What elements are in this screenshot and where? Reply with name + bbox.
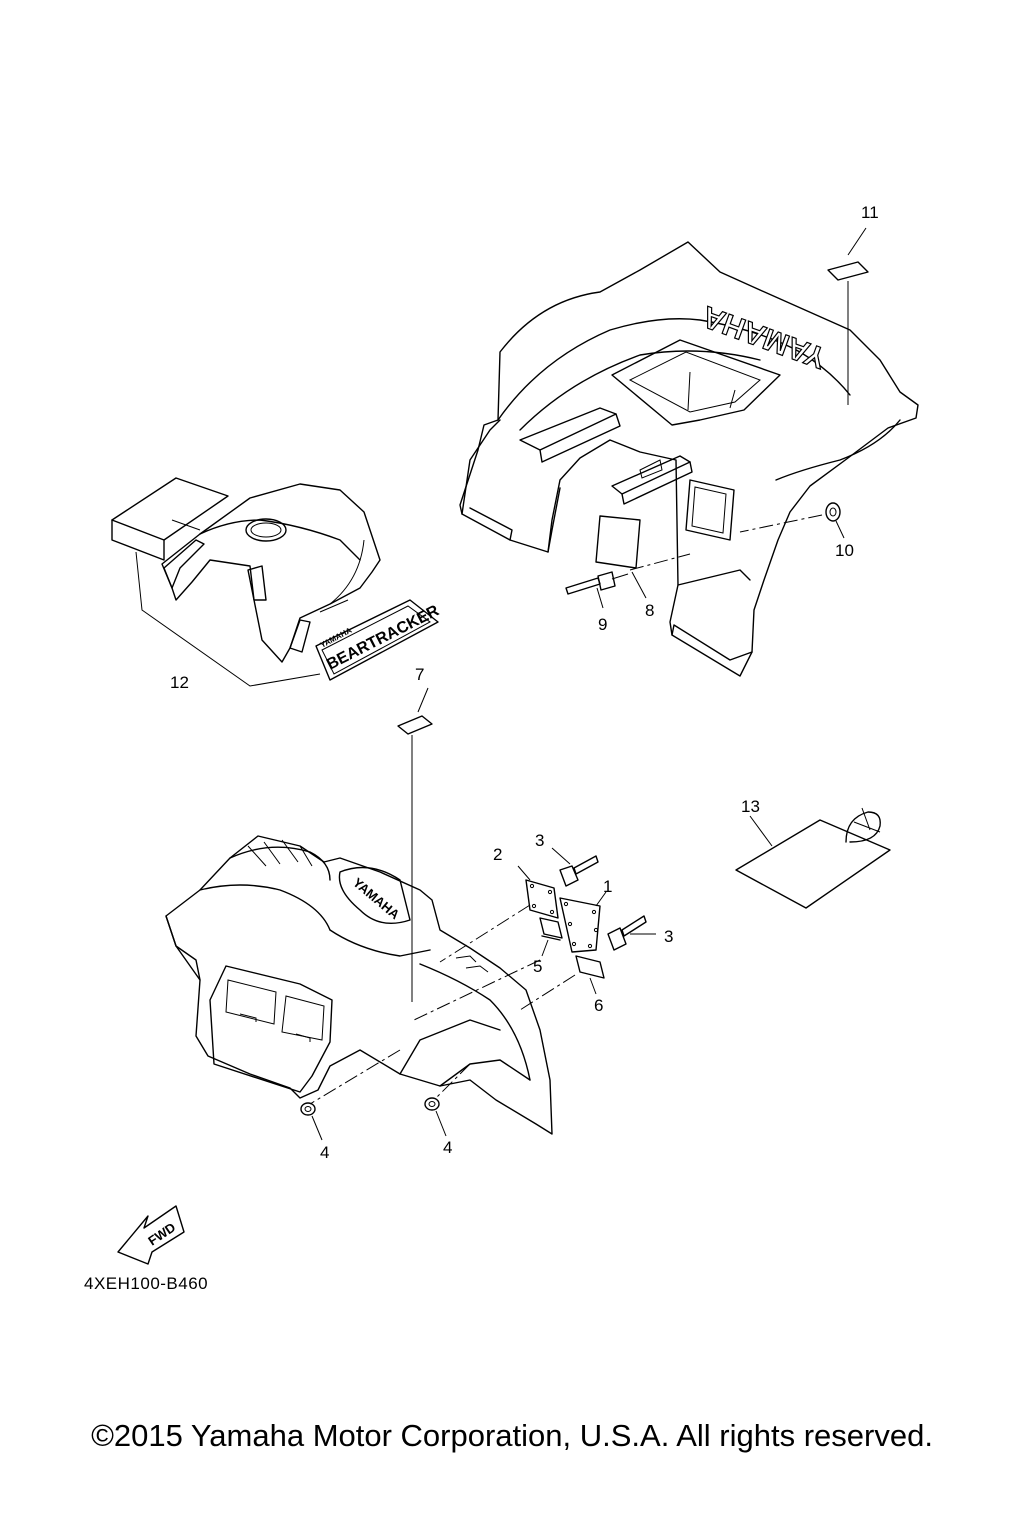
part-13-owners-manual (735, 807, 891, 909)
callout-12: 12 (170, 673, 189, 692)
callout-7: 7 (415, 665, 424, 684)
front-fender-yamaha-decal: YAMAHA (350, 875, 403, 923)
diagram-code: 4XEH100-B460 (84, 1274, 209, 1293)
callout-4-left: 4 (320, 1143, 329, 1162)
rear-fender: YAMAHA (459, 241, 919, 677)
part-6-decal (575, 955, 605, 995)
part-1-plate (559, 891, 607, 953)
part-9-rivet (565, 571, 629, 609)
part-3-rivet-lower (607, 915, 656, 951)
copyright-notice: ©2015 Yamaha Motor Corporation, U.S.A. A… (91, 1418, 933, 1453)
callout-8: 8 (645, 601, 654, 620)
front-assembly-lines (309, 904, 576, 1105)
callout-9: 9 (598, 615, 607, 634)
callout-13: 13 (741, 797, 760, 816)
front-fender: YAMAHA (165, 835, 553, 1135)
callout-3-upper: 3 (535, 831, 544, 850)
callout-11: 11 (861, 203, 879, 222)
rear-fender-yamaha-decal: YAMAHA (698, 299, 830, 374)
callout-2: 2 (493, 845, 502, 864)
part-2-plate (517, 865, 559, 919)
part-10-grommet (739, 502, 845, 539)
part-4-grommet-left (300, 1102, 323, 1141)
fwd-arrow-icon: FWD (117, 1205, 185, 1265)
callout-3-lower: 3 (664, 927, 673, 946)
callout-1: 1 (603, 877, 612, 896)
tank-cover (161, 483, 381, 663)
part-3-rivet-upper (551, 847, 599, 887)
callout-4-right: 4 (443, 1138, 452, 1157)
callout-6: 6 (594, 996, 603, 1015)
tank-pad-decal (111, 477, 229, 561)
callout-5: 5 (533, 957, 542, 976)
part-11-label-decal (827, 227, 869, 405)
callout-10: 10 (835, 541, 854, 560)
part-8-plate (595, 515, 691, 599)
part-7-label-decal (397, 687, 433, 1002)
part-12-leader (135, 551, 321, 687)
part-4-grommet-right (424, 1097, 447, 1137)
part-5-decal (539, 917, 563, 957)
